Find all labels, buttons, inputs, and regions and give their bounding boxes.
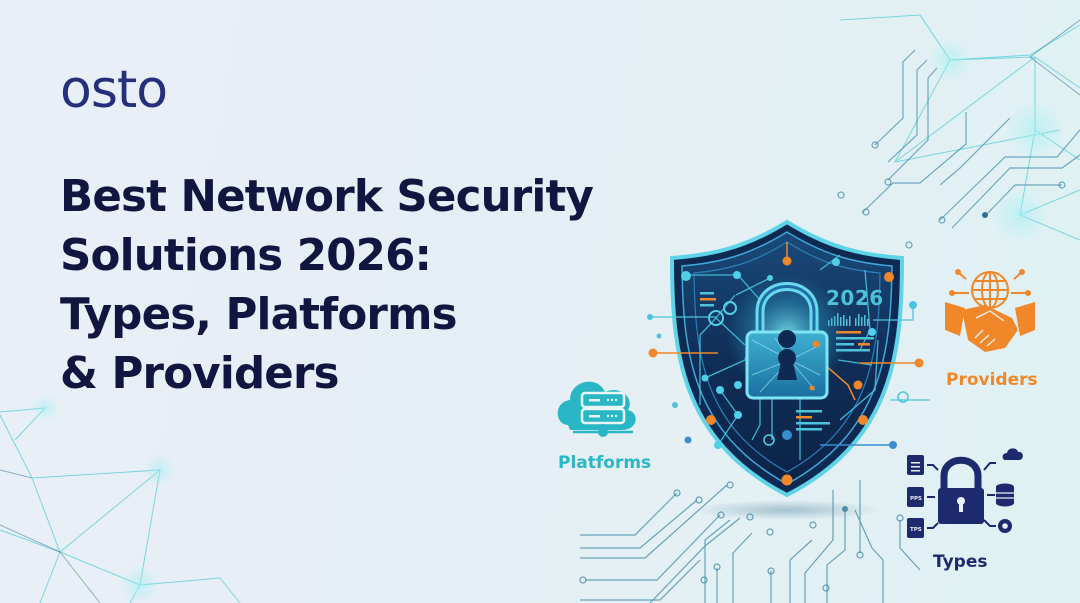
types-label: Types <box>933 552 988 572</box>
headline-line-1: Best Network Security <box>60 172 594 222</box>
headline-line-3: Types, Platforms <box>60 290 458 340</box>
svg-text:PPS: PPS <box>910 496 922 502</box>
headline-line-2: Solutions 2026: <box>60 231 432 281</box>
platforms-label: Platforms <box>558 453 652 473</box>
headline-line-4: & Providers <box>60 349 340 399</box>
providers-label: Providers <box>946 370 1038 390</box>
cloud-server-icon <box>557 381 636 437</box>
lock-network-icon: PPS TPS <box>907 448 1023 538</box>
osto-logo[interactable]: osto <box>60 60 168 120</box>
page-headline: Best Network Security Solutions 2026: Ty… <box>60 168 700 404</box>
svg-text:TPS: TPS <box>910 527 922 533</box>
shield-icon <box>669 219 905 498</box>
globe-handshake-icon <box>954 271 1026 309</box>
year-label: 2026 <box>826 286 884 310</box>
